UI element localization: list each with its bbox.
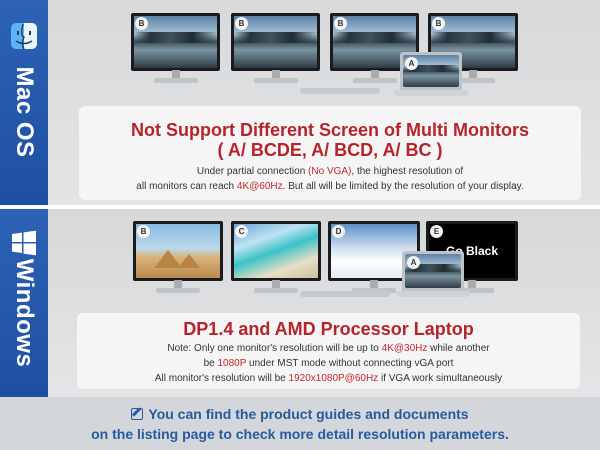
laptop-a: A (396, 251, 470, 297)
laptop-badge: A (407, 256, 420, 269)
laptop-a: A (394, 52, 468, 96)
footer-banner: You can find the product guides and docu… (0, 397, 600, 450)
laptop-badge: A (405, 57, 418, 70)
footer-line1: You can find the product guides and docu… (0, 406, 600, 422)
monitor-b: B (133, 221, 223, 295)
mac-desc-line2: all monitors can reach 4K@60Hz. But all … (136, 181, 524, 192)
mac-os-label: Mac OS (11, 66, 38, 158)
docking-hub (300, 291, 390, 297)
windows-note-line2: be 1080P under MST mode without connecti… (203, 358, 454, 369)
mac-os-section: B B B B A Not Support Different Screen o… (0, 0, 600, 205)
windows-info-card: DP1.4 and AMD Processor Laptop Note: Onl… (77, 313, 580, 389)
tropical-beach-image (234, 224, 318, 278)
docking-hub (300, 88, 380, 94)
windows-section: B C D Go Black E A DP1.4 and AMD Process… (0, 209, 600, 397)
windows-title: DP1.4 and AMD Processor Laptop (183, 319, 474, 339)
mac-os-sidebar: Mac OS (0, 0, 48, 205)
mac-info-card: Not Support Different Screen of Multi Mo… (79, 106, 581, 200)
windows-note-line3: All monitor's resolution will be 1920x10… (154, 373, 503, 384)
finder-face-icon (11, 23, 37, 50)
monitor-badge: B (432, 17, 445, 30)
monitor-badge: B (235, 17, 248, 30)
windows-logo-icon (12, 230, 36, 256)
monitor-c: C (231, 221, 321, 295)
monitor-badge: D (332, 225, 345, 238)
section-divider (0, 205, 600, 209)
windows-label: Windows (11, 258, 38, 368)
windows-sidebar: Windows (0, 209, 48, 397)
desert-pyramids-image (136, 224, 220, 278)
monitor-badge: E (430, 225, 443, 238)
monitor-b-2: B (231, 13, 320, 85)
monitor-badge: B (137, 225, 150, 238)
windows-note-line1: Note: Only one monitor's resolution will… (167, 343, 490, 354)
monitor-badge: C (235, 225, 248, 238)
monitor-badge: B (334, 17, 347, 30)
monitor-badge: B (135, 17, 148, 30)
mac-title-line1: Not Support Different Screen of Multi Mo… (131, 120, 529, 140)
edit-note-icon (131, 408, 144, 420)
footer-line2: on the listing page to check more detail… (91, 426, 509, 442)
monitor-b-1: B (131, 13, 220, 85)
mac-desc-line1: Under partial connection (No VGA), the h… (196, 166, 464, 177)
mac-title-line2: ( A/ BCDE, A/ BCD, A/ BC ) (217, 140, 443, 160)
